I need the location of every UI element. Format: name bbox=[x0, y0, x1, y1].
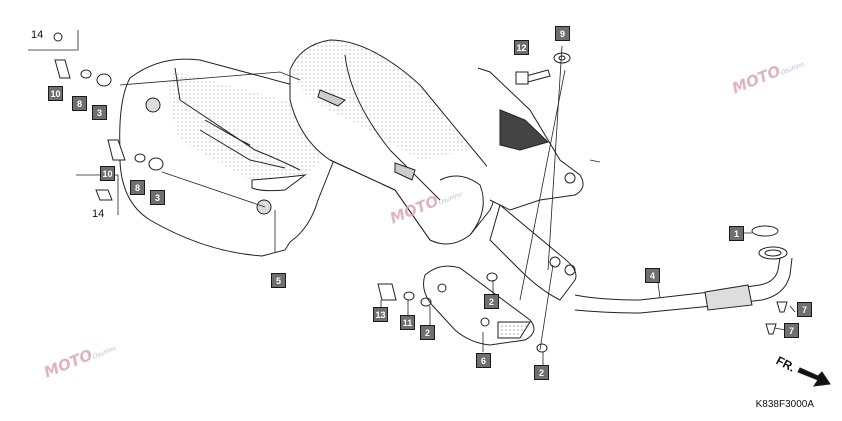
callout-7: 7 bbox=[797, 302, 812, 317]
callout-8: 8 bbox=[72, 96, 87, 111]
callout-14-bottom: 14 bbox=[92, 208, 105, 220]
callout-2: 2 bbox=[484, 294, 499, 309]
callout-3: 3 bbox=[150, 190, 165, 205]
callout-9: 9 bbox=[555, 26, 570, 41]
callout-13: 13 bbox=[373, 307, 388, 322]
pipe-protector bbox=[423, 265, 535, 346]
callout-2: 2 bbox=[534, 365, 549, 380]
callout-10: 10 bbox=[48, 86, 63, 101]
callout-14-top: 14 bbox=[31, 29, 44, 41]
front-direction-arrow bbox=[797, 367, 831, 387]
callout-12: 12 bbox=[514, 40, 529, 55]
callout-11: 11 bbox=[400, 315, 415, 330]
drawing-code: K838F3000A bbox=[755, 399, 814, 410]
callout-7: 7 bbox=[784, 323, 799, 338]
muffler-bracket bbox=[477, 67, 584, 211]
callout-3: 3 bbox=[92, 105, 107, 120]
callout-2: 2 bbox=[420, 325, 435, 340]
callout-5: 5 bbox=[271, 273, 286, 288]
callout-8: 8 bbox=[130, 180, 145, 195]
callout-10: 10 bbox=[100, 166, 115, 181]
gasket bbox=[751, 225, 779, 237]
small-hardware bbox=[53, 32, 788, 353]
callout-6: 6 bbox=[476, 353, 491, 368]
callout-4: 4 bbox=[645, 268, 660, 283]
callout-1: 1 bbox=[729, 226, 744, 241]
leader-lines bbox=[28, 30, 796, 365]
exhaust-pipe bbox=[489, 204, 793, 314]
heat-shield bbox=[119, 58, 341, 257]
